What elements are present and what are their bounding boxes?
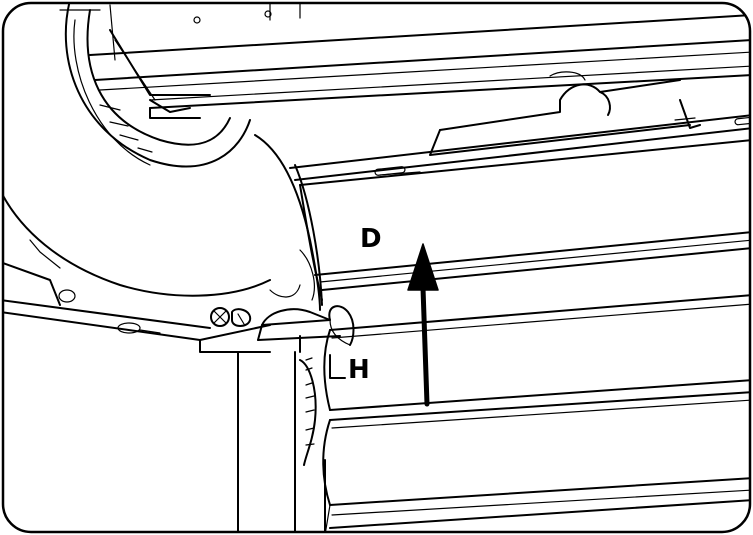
clip-bracket [257,305,355,466]
screw [210,307,252,327]
left-housing [3,189,296,532]
roller-end-cap [64,3,251,168]
upper-slat [289,71,750,186]
slat-curtain [299,184,750,532]
callout-label-h: H [348,355,370,385]
top-rail [59,3,750,119]
direction-arrow [407,243,439,407]
support-flap [254,134,323,311]
callout-label-d: D [360,224,382,254]
